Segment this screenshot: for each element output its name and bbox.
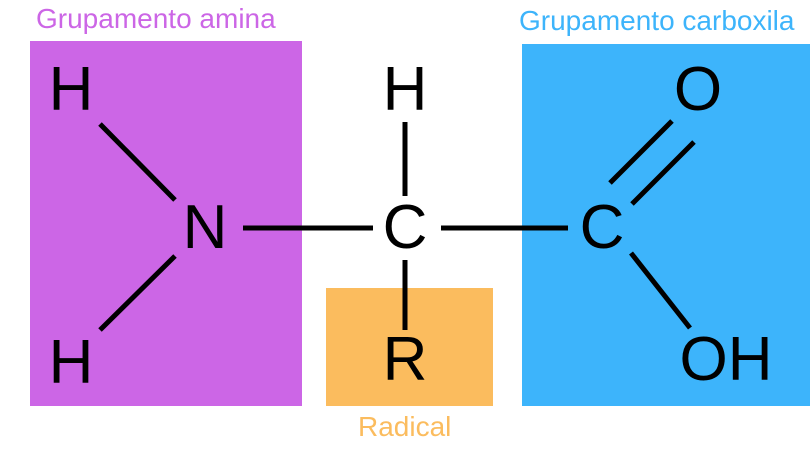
atom-radical-r: R: [382, 325, 428, 394]
atom-hydrogen-amine-top: H: [48, 55, 94, 124]
radical-group-region: [326, 288, 493, 406]
carboxyl-group-label: Grupamento carboxila: [519, 5, 795, 36]
atom-hydrogen-alpha: H: [382, 55, 428, 124]
amine-group-region: [30, 41, 302, 406]
atom-carbon-carboxyl: C: [579, 193, 625, 262]
atom-carbon-alpha: C: [382, 193, 428, 262]
radical-group-label: Radical: [358, 411, 452, 442]
atom-nitrogen: N: [182, 193, 228, 262]
amine-group-label: Grupamento amina: [36, 3, 276, 34]
atom-oxygen-double-bonded: O: [673, 55, 723, 124]
atom-hydroxyl-oh: OH: [679, 325, 773, 394]
atom-hydrogen-amine-bottom: H: [48, 328, 94, 397]
carboxyl-group-region: [522, 44, 810, 406]
